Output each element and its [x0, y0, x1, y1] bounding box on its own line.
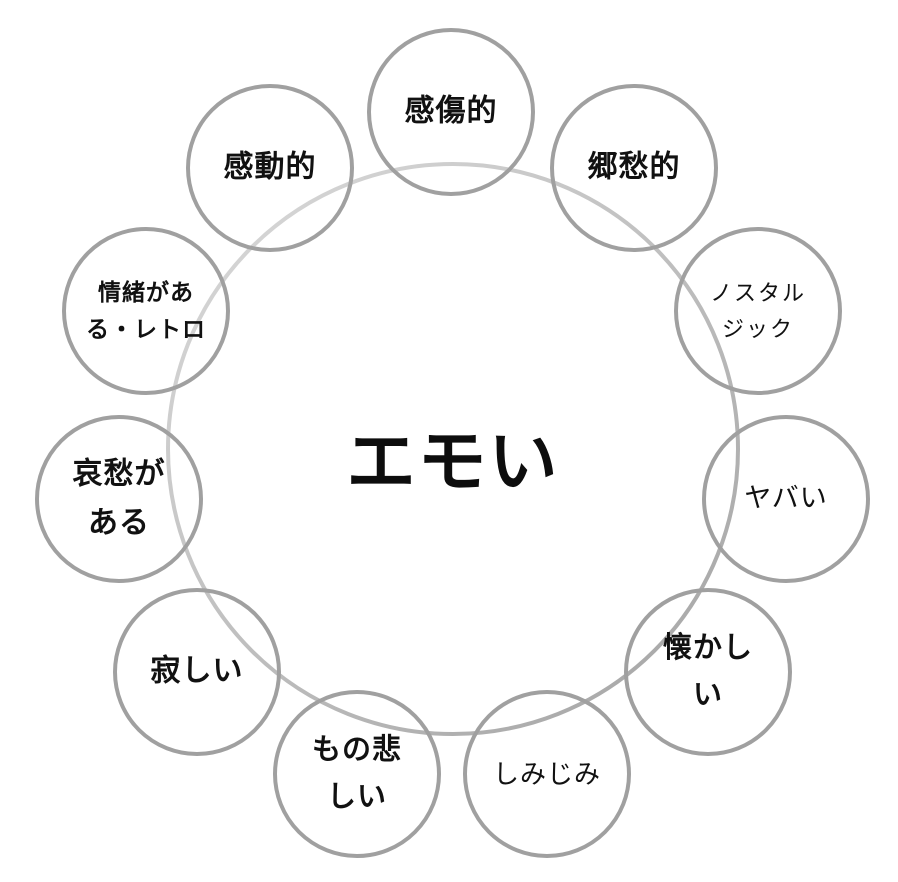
cycle-ring: [166, 162, 740, 736]
node-label-sabishii: 寂しい: [112, 648, 282, 697]
node-label-monoganashii: もの悲 しい: [272, 727, 442, 821]
node-label-line: ノスタル: [709, 280, 806, 306]
node-label-line: ジック: [721, 316, 794, 341]
center-title: エモい: [346, 423, 560, 500]
node-circle-kandouteki: [186, 84, 354, 252]
node-circle-monoganashii: [273, 690, 441, 858]
node-circle-kyoushuuteki: [550, 84, 718, 252]
node-label-kandouteki: 感動的: [185, 144, 355, 193]
node-label-line: 情緒があ: [98, 278, 194, 305]
node-label-line: 懐かし: [662, 632, 753, 665]
node-circle-sabishii: [113, 588, 281, 756]
node-label-aishuu-ga-aru: 哀愁が ある: [34, 450, 204, 547]
node-label-line: 感傷的: [404, 94, 498, 128]
node-label-line: しみじみ: [492, 758, 601, 789]
node-label-line: 寂しい: [150, 654, 244, 688]
node-label-line: ある: [88, 506, 150, 539]
node-label-line: もの悲: [311, 734, 402, 767]
node-label-line: る・レトロ: [86, 316, 206, 342]
node-label-shimijimi: しみじみ: [462, 753, 632, 795]
node-circle-joucho-retro: [62, 227, 230, 395]
node-label-line: い: [692, 679, 723, 711]
node-circle-kanshouteki: [367, 28, 535, 196]
node-label-line: 郷愁的: [587, 150, 681, 184]
node-label-nostalgic: ノスタル ジック: [673, 275, 843, 346]
node-circle-natsukashii: [624, 588, 792, 756]
node-label-natsukashii: 懐かし い: [623, 625, 793, 719]
node-label-kyoushuuteki: 郷愁的: [549, 144, 719, 193]
node-label-yabai: ヤバい: [701, 477, 871, 521]
node-label-line: ヤバい: [744, 483, 828, 514]
node-label-line: しい: [326, 781, 387, 813]
node-label-joucho-retro: 情緒があ る・レトロ: [61, 274, 231, 349]
node-circle-aishuu-ga-aru: [35, 415, 203, 583]
node-circle-yabai: [702, 415, 870, 583]
node-circle-nostalgic: [674, 227, 842, 395]
node-circle-shimijimi: [463, 690, 631, 858]
node-label-line: 哀愁が: [72, 457, 166, 491]
node-label-line: 感動的: [223, 150, 317, 184]
node-label-kanshouteki: 感傷的: [366, 88, 536, 137]
